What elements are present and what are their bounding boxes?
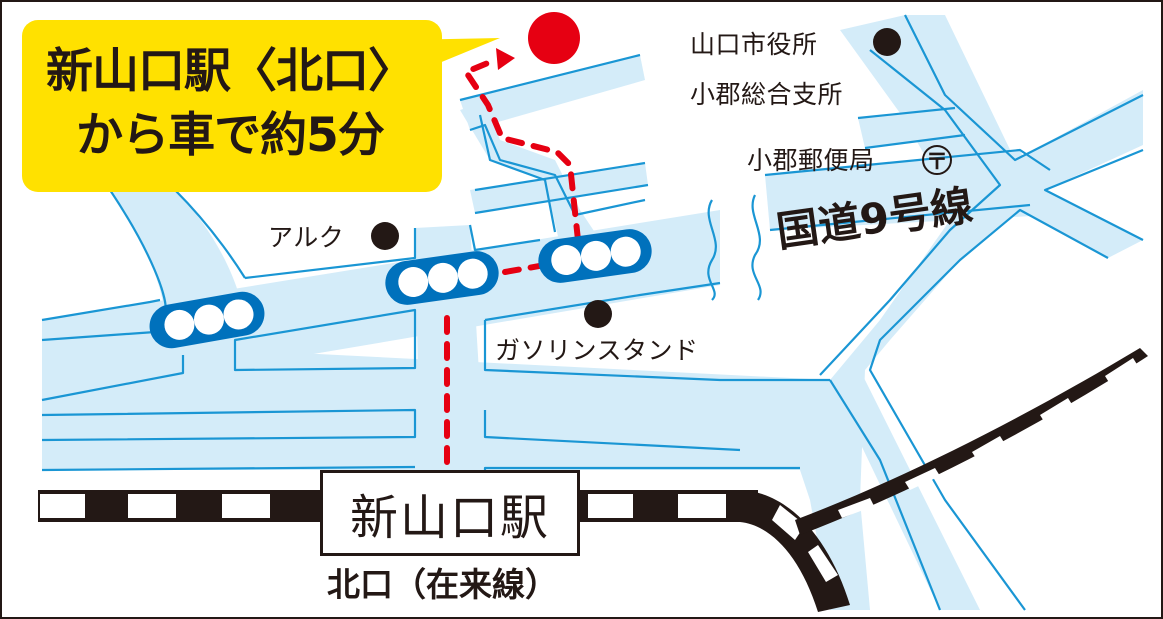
- callout-line-2: から車で約5分: [76, 108, 385, 163]
- road-edges: [41, 14, 1144, 611]
- landmark-post-office-label: 小郡郵便局: [747, 146, 875, 175]
- city-hall-dot-icon[interactable]: [873, 28, 901, 56]
- callout-line-1: 新山口駅〈北口〉: [46, 44, 415, 99]
- callout-bubble: [22, 20, 500, 192]
- landmark-ogori-branch-label: 小郡総合支所: [690, 80, 844, 109]
- callout-text: 新山口駅〈北口〉 から車で約5分: [40, 40, 420, 168]
- traffic-signal-center: [385, 251, 499, 305]
- post-office-icon[interactable]: 〒: [922, 145, 952, 175]
- station-exit-label: 北口（在来線）: [327, 565, 558, 604]
- station-box[interactable]: 新山口駅: [320, 470, 580, 556]
- destination-marker[interactable]: [528, 12, 580, 64]
- route-arrowhead: [496, 48, 515, 70]
- landmark-aruku-label: アルク: [268, 223, 345, 252]
- traffic-signal-left: [149, 291, 265, 349]
- landmark-city-hall-label: 山口市役所: [690, 30, 818, 59]
- aruku-dot-icon[interactable]: [371, 222, 399, 250]
- gas-station-dot-icon[interactable]: [584, 300, 612, 328]
- landmark-gas-station-label: ガソリンスタンド: [495, 336, 699, 365]
- traffic-signal-right: [538, 229, 652, 283]
- route-path: [444, 57, 581, 465]
- station-name: 新山口駅: [349, 490, 550, 546]
